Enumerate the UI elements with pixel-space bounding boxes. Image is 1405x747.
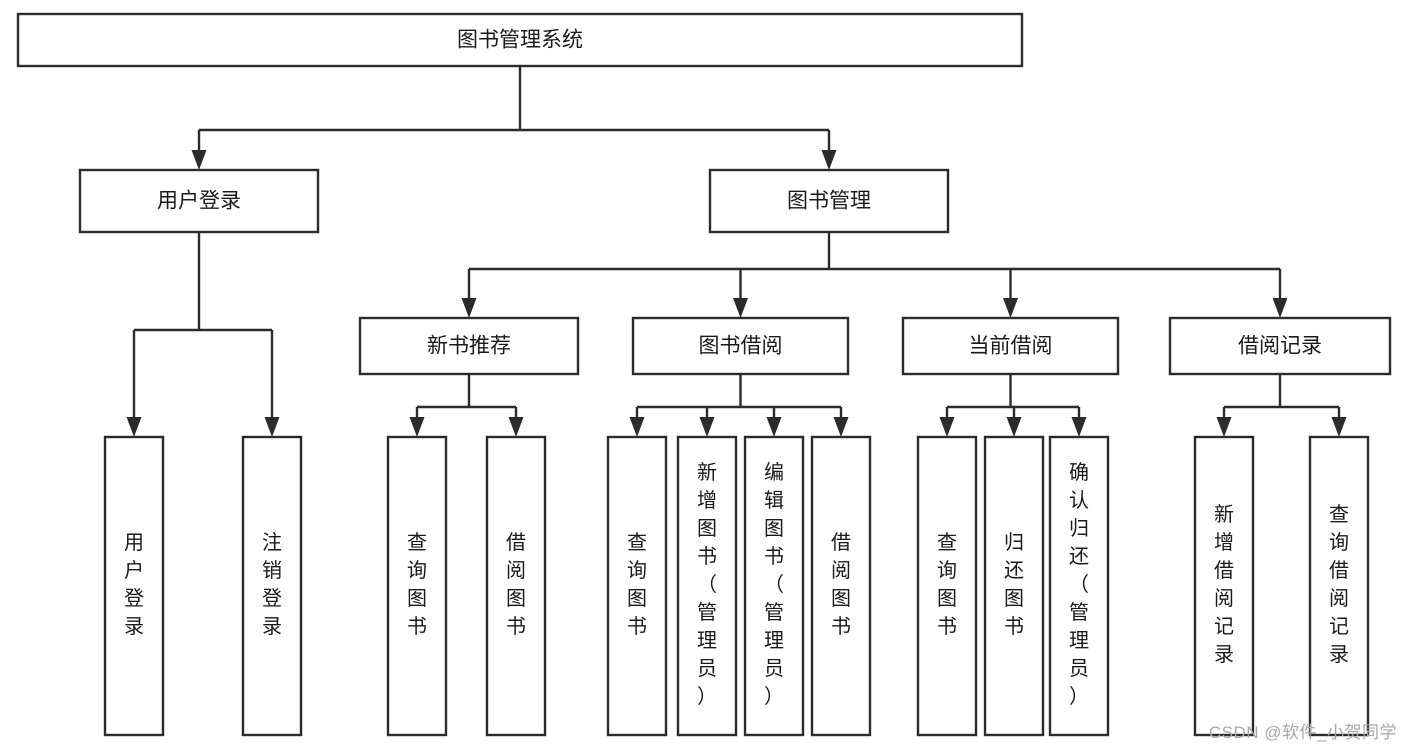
node-box-leaf-add-book	[676, 435, 738, 737]
node-label-leaf-logout: 注销登录	[262, 531, 282, 638]
node-leaf-borrow-book-1[interactable]: 借阅图书	[485, 435, 547, 737]
node-label-leaf-confirm-return: 确认归还（管理员）	[1069, 461, 1089, 708]
node-label-leaf-add-book: 新增图书（管理员）	[697, 461, 717, 708]
arrowhead-leaf_borrow_book_2	[833, 417, 849, 437]
node-label-leaf-user-login: 用户登录	[124, 532, 144, 638]
node-leaf-return-book[interactable]: 归还图书	[983, 435, 1045, 737]
node-leaf-edit-book[interactable]: 编辑图书（管理员）	[743, 435, 805, 737]
arrowhead-leaf_query_book_1	[409, 417, 425, 437]
node-user-login[interactable]: 用户登录	[78, 168, 320, 234]
node-box-leaf-user-login	[103, 435, 165, 737]
arrowhead-leaf_borrow_book_1	[508, 417, 524, 437]
node-leaf-query-book-2[interactable]: 查询图书	[606, 435, 668, 737]
arrowhead-new_book_rec	[461, 298, 477, 318]
arrowhead-book_manage	[821, 150, 837, 170]
node-box-leaf-query-book-3	[916, 435, 978, 737]
node-leaf-query-book-1[interactable]: 查询图书	[386, 435, 448, 737]
node-box-book-borrow	[631, 316, 850, 376]
node-label-leaf-return-book: 归还图书	[1004, 531, 1024, 638]
arrowhead-book_borrow	[733, 298, 748, 318]
node-root[interactable]: 图书管理系统	[16, 12, 1024, 68]
arrowhead-leaf_add_book	[699, 417, 715, 437]
node-label-leaf-query-book-1: 查询图书	[407, 531, 427, 638]
node-borrow-record[interactable]: 借阅记录	[1168, 316, 1392, 376]
node-leaf-confirm-return[interactable]: 确认归还（管理员）	[1048, 435, 1110, 737]
node-label-user-login: 用户登录	[157, 190, 241, 213]
node-box-leaf-borrow-book-1	[485, 435, 547, 737]
node-leaf-add-book[interactable]: 新增图书（管理员）	[676, 435, 738, 737]
node-label-leaf-edit-book: 编辑图书（管理员）	[764, 461, 784, 708]
node-label-leaf-query-book-2: 查询图书	[627, 531, 647, 638]
node-box-leaf-return-book	[983, 435, 1045, 737]
node-box-borrow-record	[1168, 316, 1392, 376]
node-label-new-book-rec: 新书推荐	[427, 335, 511, 358]
node-label-book-manage: 图书管理	[787, 190, 871, 213]
node-leaf-add-record[interactable]: 新增借阅记录	[1193, 435, 1255, 737]
node-box-leaf-query-book-2	[606, 435, 668, 737]
node-box-book-manage	[708, 168, 950, 234]
node-box-leaf-query-record	[1308, 435, 1370, 737]
arrowhead-user_login	[191, 150, 207, 170]
node-book-borrow[interactable]: 图书借阅	[631, 316, 850, 376]
arrowhead-leaf_query_book_2	[629, 417, 645, 437]
node-book-manage[interactable]: 图书管理	[708, 168, 950, 234]
arrowhead-leaf_return_book	[1006, 417, 1022, 437]
node-box-leaf-borrow-book-2	[810, 435, 872, 737]
node-box-leaf-add-record	[1193, 435, 1255, 737]
nodes-layer: 图书管理系统用户登录图书管理新书推荐图书借阅当前借阅借阅记录用户登录注销登录查询…	[16, 12, 1392, 737]
node-current-borrow[interactable]: 当前借阅	[901, 316, 1120, 376]
node-leaf-logout[interactable]: 注销登录	[241, 435, 303, 737]
arrowhead-leaf_logout	[264, 417, 280, 437]
arrowhead-leaf_query_record	[1331, 417, 1347, 437]
node-box-leaf-query-book-1	[386, 435, 448, 737]
node-box-new-book-rec	[358, 316, 580, 376]
arrowhead-leaf_user_login	[126, 417, 142, 437]
node-label-root: 图书管理系统	[457, 29, 583, 52]
node-box-leaf-logout	[241, 435, 303, 737]
node-box-user-login	[78, 168, 320, 234]
node-label-borrow-record: 借阅记录	[1238, 335, 1322, 358]
node-box-root	[16, 12, 1024, 68]
node-box-leaf-confirm-return	[1048, 435, 1110, 737]
node-label-leaf-query-book-3: 查询图书	[937, 531, 957, 638]
node-label-leaf-borrow-book-1: 借阅图书	[506, 531, 526, 638]
node-new-book-rec[interactable]: 新书推荐	[358, 316, 580, 376]
arrowhead-current_borrow	[1003, 298, 1018, 318]
connectors-layer	[126, 66, 1347, 437]
arrowhead-leaf_confirm_return	[1071, 417, 1087, 437]
arrowhead-borrow_record	[1272, 298, 1288, 318]
node-leaf-user-login[interactable]: 用户登录	[103, 435, 165, 737]
node-box-leaf-edit-book	[743, 435, 805, 737]
node-leaf-query-record[interactable]: 查询借阅记录	[1308, 435, 1370, 737]
node-leaf-query-book-3[interactable]: 查询图书	[916, 435, 978, 737]
arrowhead-leaf_query_book_3	[939, 417, 955, 437]
arrowhead-leaf_add_record	[1216, 417, 1232, 437]
node-leaf-borrow-book-2[interactable]: 借阅图书	[810, 435, 872, 737]
node-label-leaf-add-record: 新增借阅记录	[1214, 503, 1234, 666]
node-label-current-borrow: 当前借阅	[969, 335, 1053, 358]
arrowhead-leaf_edit_book	[766, 417, 782, 437]
node-box-current-borrow	[901, 316, 1120, 376]
node-label-book-borrow: 图书借阅	[699, 335, 783, 358]
node-label-leaf-query-record: 查询借阅记录	[1329, 503, 1349, 666]
node-label-leaf-borrow-book-2: 借阅图书	[831, 531, 851, 638]
